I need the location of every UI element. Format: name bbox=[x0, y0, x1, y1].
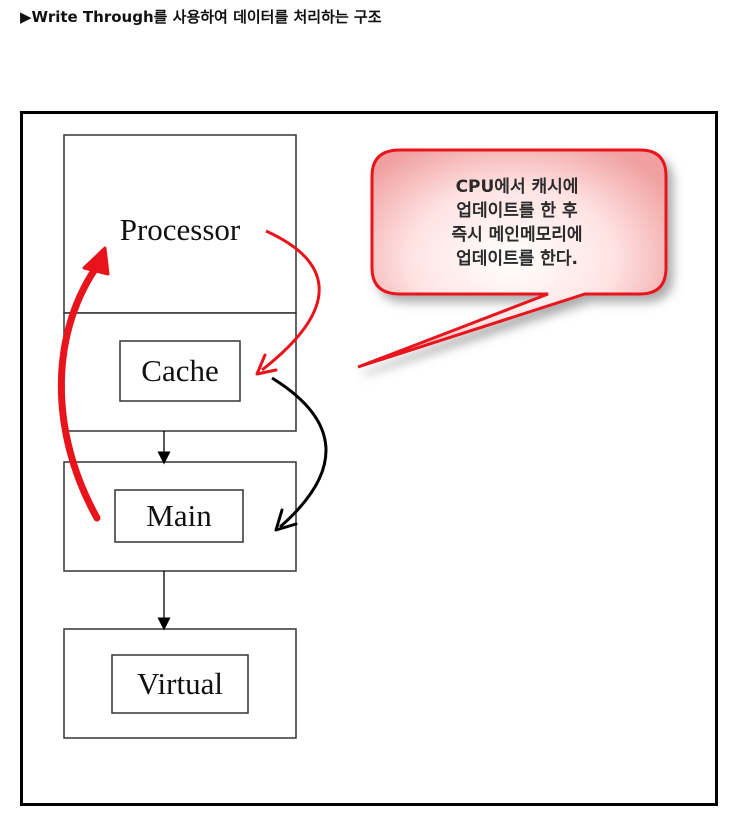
virtual-label: Virtual bbox=[137, 666, 223, 701]
cache-inner-box bbox=[119, 340, 241, 402]
processor-label: Processor bbox=[119, 212, 241, 247]
cache-to-main-black-arrowhead bbox=[274, 508, 298, 532]
main-to-processor-red-arrow bbox=[57, 258, 104, 522]
callout-line: 업데이트를 한 후 bbox=[456, 201, 578, 221]
cache-to-main-black-arrow bbox=[271, 376, 328, 529]
cache-label: Cache bbox=[141, 353, 219, 388]
virtual-inner-box bbox=[111, 654, 249, 714]
callout-line: 즉시 메인메모리에 bbox=[451, 225, 583, 245]
callout-bubble bbox=[357, 148, 668, 369]
callout-text: CPU에서 캐시에 업데이트를 한 후 즉시 메인메모리에 업데이트를 한다. bbox=[372, 163, 662, 283]
callout-line: CPU에서 캐시에 bbox=[455, 177, 579, 197]
main-inner-box bbox=[114, 489, 244, 543]
main-to-processor-red-arrowhead bbox=[82, 246, 110, 276]
page-heading: ▶Write Through를 사용하여 데이터를 처리하는 구조 bbox=[20, 8, 382, 26]
callout-line: 업데이트를 한다. bbox=[456, 249, 578, 269]
processor-to-cache-red-arrowhead bbox=[255, 353, 278, 376]
processor-to-cache-red-arrow bbox=[261, 229, 321, 372]
main-label: Main bbox=[146, 498, 212, 533]
